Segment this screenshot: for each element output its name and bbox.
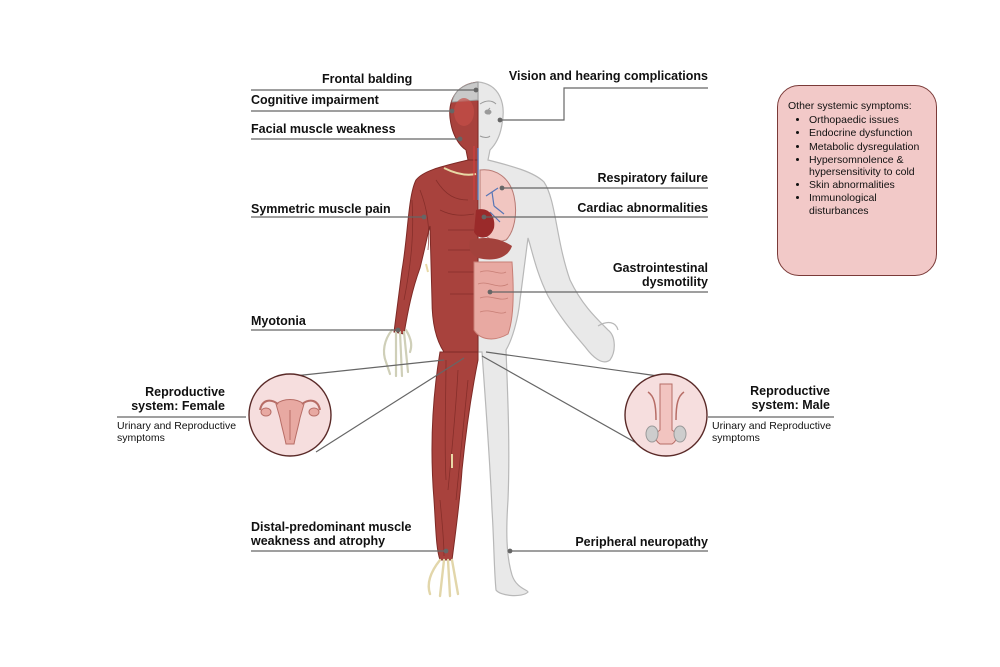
female-sublabel-line1: Urinary and Reproductive: [117, 420, 237, 432]
label-reproductive-female-line1: Reproductive: [145, 385, 225, 399]
label-peripheral-neuropathy: Peripheral neuropathy: [575, 535, 708, 549]
label-reproductive-male-line2: system: Male: [751, 398, 830, 412]
female-reproductive-sublabel: Urinary and Reproductive symptoms: [117, 420, 236, 444]
female-sublabel-line2: symptoms: [117, 432, 165, 444]
label-gi-line1: Gastrointestinal: [612, 261, 708, 275]
label-gi-dysmotility: Gastrointestinal dysmotility: [613, 261, 708, 289]
label-facial-muscle-weakness: Facial muscle weakness: [251, 122, 396, 136]
skin-body-half: [477, 81, 615, 597]
label-distal-weakness-line1: Distal-predominant muscle: [251, 520, 412, 534]
female-reproductive-inset: [248, 373, 332, 457]
systemic-symptom-item: Skin abnormalities: [809, 179, 926, 191]
label-cardiac-abnormalities: Cardiac abnormalities: [577, 201, 708, 215]
label-reproductive-female: Reproductive system: Female: [131, 385, 225, 413]
systemic-symptoms-list: Orthopaedic issues Endocrine dysfunction…: [788, 114, 926, 217]
systemic-symptom-item: Hypersomnolence & hypersensitivity to co…: [809, 154, 926, 178]
label-distal-weakness-line2: weakness and atrophy: [251, 534, 386, 548]
label-frontal-balding: Frontal balding: [322, 72, 413, 86]
systemic-symptom-item: Endocrine dysfunction: [809, 127, 926, 139]
leader-dots: [395, 87, 513, 554]
label-reproductive-female-line2: system: Female: [131, 399, 225, 413]
systemic-symptoms-title: Other systemic symptoms:: [788, 100, 912, 112]
male-sublabel-line1: Urinary and Reproductive: [712, 420, 832, 432]
label-cognitive-impairment: Cognitive impairment: [251, 93, 379, 107]
face-details: [479, 100, 497, 138]
label-reproductive-male: Reproductive system: Male: [750, 384, 830, 412]
label-vision-hearing: Vision and hearing complications: [508, 69, 708, 83]
leader-lines: [117, 87, 834, 552]
label-distal-weakness: Distal-predominant muscle weakness and a…: [251, 520, 411, 548]
label-reproductive-male-line1: Reproductive: [750, 384, 830, 398]
male-reproductive-inset: [624, 373, 708, 457]
label-respiratory-failure: Respiratory failure: [597, 171, 708, 185]
male-reproductive-sublabel: Urinary and Reproductive symptoms: [712, 420, 831, 444]
male-sublabel-line2: symptoms: [712, 432, 760, 444]
systemic-symptom-item: Orthopaedic issues: [809, 114, 926, 126]
systemic-symptom-item: Metabolic dysregulation: [809, 141, 926, 153]
label-symmetric-muscle-pain: Symmetric muscle pain: [251, 202, 391, 216]
label-myotonia: Myotonia: [251, 314, 306, 328]
systemic-symptoms-box: Other systemic symptoms: Orthopaedic iss…: [777, 85, 937, 276]
systemic-symptom-item: Immunological disturbances: [809, 192, 926, 216]
right-hand-thumb: [597, 321, 619, 331]
label-gi-line2: dysmotility: [642, 275, 708, 289]
muscle-body-half: [382, 81, 479, 598]
